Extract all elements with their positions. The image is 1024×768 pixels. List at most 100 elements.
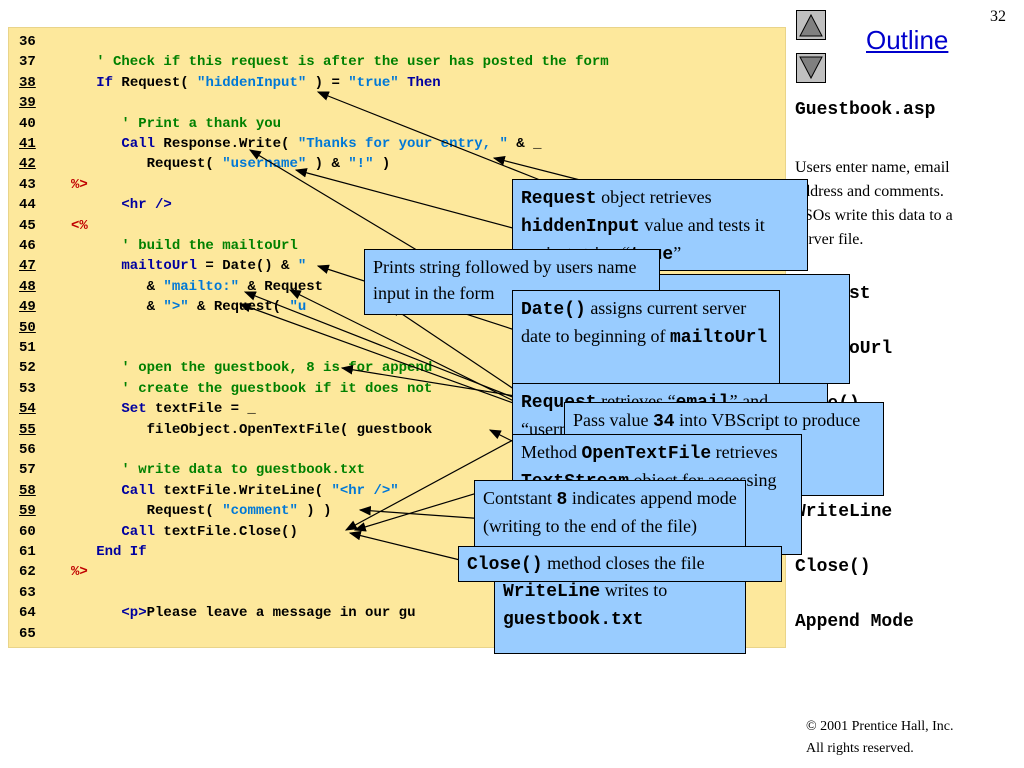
code-token: Call bbox=[71, 482, 164, 499]
code-token: Response.Write( bbox=[163, 136, 298, 152]
code-token: textFile = _ bbox=[155, 401, 256, 418]
code-token: "<hr />" bbox=[331, 482, 399, 499]
line-number: 45 bbox=[19, 217, 36, 234]
callout-text: method closes the file bbox=[542, 553, 705, 573]
arrow-close bbox=[348, 530, 461, 561]
arrow-pass34-a bbox=[238, 303, 561, 421]
code-token: "true" bbox=[348, 74, 399, 91]
callout-text: Date() bbox=[521, 300, 586, 320]
term-append-mode: Append Mode bbox=[795, 612, 914, 632]
triangle-down-icon bbox=[799, 56, 823, 80]
line-number: 53 bbox=[19, 380, 36, 397]
file-title: Guestbook.asp bbox=[795, 100, 936, 120]
code-token: & bbox=[71, 278, 164, 295]
code-token: Request( bbox=[121, 74, 198, 91]
callout-text: Close() bbox=[467, 555, 543, 575]
code-token: "!" bbox=[348, 156, 374, 173]
line-number: 47 bbox=[19, 258, 36, 275]
line-number: 38 bbox=[19, 74, 36, 91]
copyright-line: © 2001 Prentice Hall, Inc. bbox=[806, 719, 954, 734]
code-token: Set bbox=[71, 401, 156, 418]
next-slide-button[interactable] bbox=[796, 53, 826, 83]
callout-text: indicates append mode (writing to the en… bbox=[483, 488, 737, 536]
line-number: 48 bbox=[19, 278, 36, 295]
outline-link[interactable]: Outline bbox=[866, 25, 949, 55]
callout-text: OpenTextFile bbox=[581, 444, 712, 464]
line-number: 44 bbox=[19, 197, 36, 214]
code-token: Request( bbox=[71, 503, 223, 520]
code-text: ' write data to guestbook.txt bbox=[71, 460, 365, 480]
code-text: %> bbox=[71, 175, 88, 195]
code-token: ">" bbox=[163, 299, 189, 316]
arrow-request-hiddeninput bbox=[316, 91, 541, 181]
code-text: %> bbox=[71, 562, 88, 582]
code-text: <% bbox=[71, 216, 88, 236]
callout-text: Contstant bbox=[483, 488, 557, 508]
callout-text: guestbook.txt bbox=[503, 610, 644, 630]
callout-text: retrieves bbox=[711, 442, 778, 462]
code-token: Then bbox=[398, 74, 441, 91]
code-token: ) bbox=[373, 156, 391, 173]
code-token: %> bbox=[71, 176, 88, 193]
code-token: ' open the guestbook, 8 is for append bbox=[71, 360, 433, 377]
arrow-prints-username bbox=[248, 149, 431, 259]
code-text: ' Print a thank you bbox=[71, 114, 281, 134]
code-token: ) = bbox=[306, 74, 349, 91]
line-number: 40 bbox=[19, 115, 36, 132]
line-number: 56 bbox=[19, 442, 36, 458]
code-text: <p>Please leave a message in our gu bbox=[71, 603, 415, 623]
copyright: © 2001 Prentice Hall, Inc. All rights re… bbox=[806, 716, 954, 760]
code-token: Request( bbox=[71, 156, 223, 173]
code-token: & _ bbox=[507, 136, 542, 152]
callout-text: mailtoUrl bbox=[669, 328, 768, 348]
code-token: <p> bbox=[71, 605, 147, 622]
arrow-prints-write bbox=[294, 168, 521, 231]
code-text: If Request( "hiddenInput" ) = "true" The… bbox=[71, 73, 441, 93]
code-text: Set textFile = _ bbox=[71, 399, 256, 419]
code-text: <hr /> bbox=[71, 195, 172, 215]
callout-text: writes to bbox=[600, 580, 668, 600]
line-number: 39 bbox=[19, 95, 36, 112]
callout-text: 34 bbox=[653, 412, 675, 432]
callout-request-hiddeninput: Request object retrieves hiddenInput val… bbox=[512, 179, 808, 271]
code-token: ' create the guestbook if it does not bbox=[71, 380, 433, 397]
line-number: 46 bbox=[19, 238, 36, 254]
line-number: 42 bbox=[19, 156, 36, 173]
callout-text: Method bbox=[521, 442, 582, 462]
copyright-line: All rights reserved. bbox=[806, 741, 914, 756]
description-line: FSOs write this data to a bbox=[795, 207, 953, 224]
page-number: 32 bbox=[990, 8, 1006, 25]
code-token: "username" bbox=[222, 156, 307, 173]
line-number: 59 bbox=[19, 503, 36, 520]
callout-text: Pass value bbox=[573, 410, 653, 430]
code-token: If bbox=[71, 74, 122, 91]
code-token: ' Check if this request is after the use… bbox=[71, 54, 609, 71]
code-token: fileObject.OpenTextFile( guestbook bbox=[71, 421, 433, 438]
code-token: & Request bbox=[239, 278, 324, 295]
code-text: Call Response.Write( "Thanks for your en… bbox=[71, 134, 542, 154]
line-number: 52 bbox=[19, 360, 36, 377]
line-number: 50 bbox=[19, 319, 36, 336]
code-token: ' build the mailtoUrl bbox=[71, 238, 298, 254]
code-token: " bbox=[297, 258, 307, 275]
code-token: "hiddenInput" bbox=[197, 74, 307, 91]
code-text: ' create the guestbook if it does not bbox=[71, 379, 432, 399]
line-number: 61 bbox=[19, 544, 36, 560]
line-number: 55 bbox=[19, 421, 36, 438]
code-token: %> bbox=[71, 564, 88, 581]
previous-slide-button[interactable] bbox=[796, 10, 826, 40]
callout-text: Prints string followed by users name inp… bbox=[373, 257, 637, 303]
description-line: Users enter name, email bbox=[795, 159, 950, 176]
line-number: 43 bbox=[19, 176, 36, 193]
line-number: 36 bbox=[19, 34, 36, 50]
line-number: 58 bbox=[19, 482, 36, 499]
line-number: 51 bbox=[19, 340, 36, 356]
code-text: Request( "username" ) & "!" ) bbox=[71, 154, 391, 174]
line-number: 62 bbox=[19, 564, 36, 581]
triangle-up-icon bbox=[799, 13, 823, 37]
code-token: Please leave a message in our gu bbox=[146, 605, 416, 622]
arrow-append-comment bbox=[340, 364, 541, 401]
code-token: Call bbox=[71, 523, 164, 540]
code-token: <hr /> bbox=[71, 197, 172, 214]
code-token: "Thanks for your entry, " bbox=[297, 136, 508, 152]
